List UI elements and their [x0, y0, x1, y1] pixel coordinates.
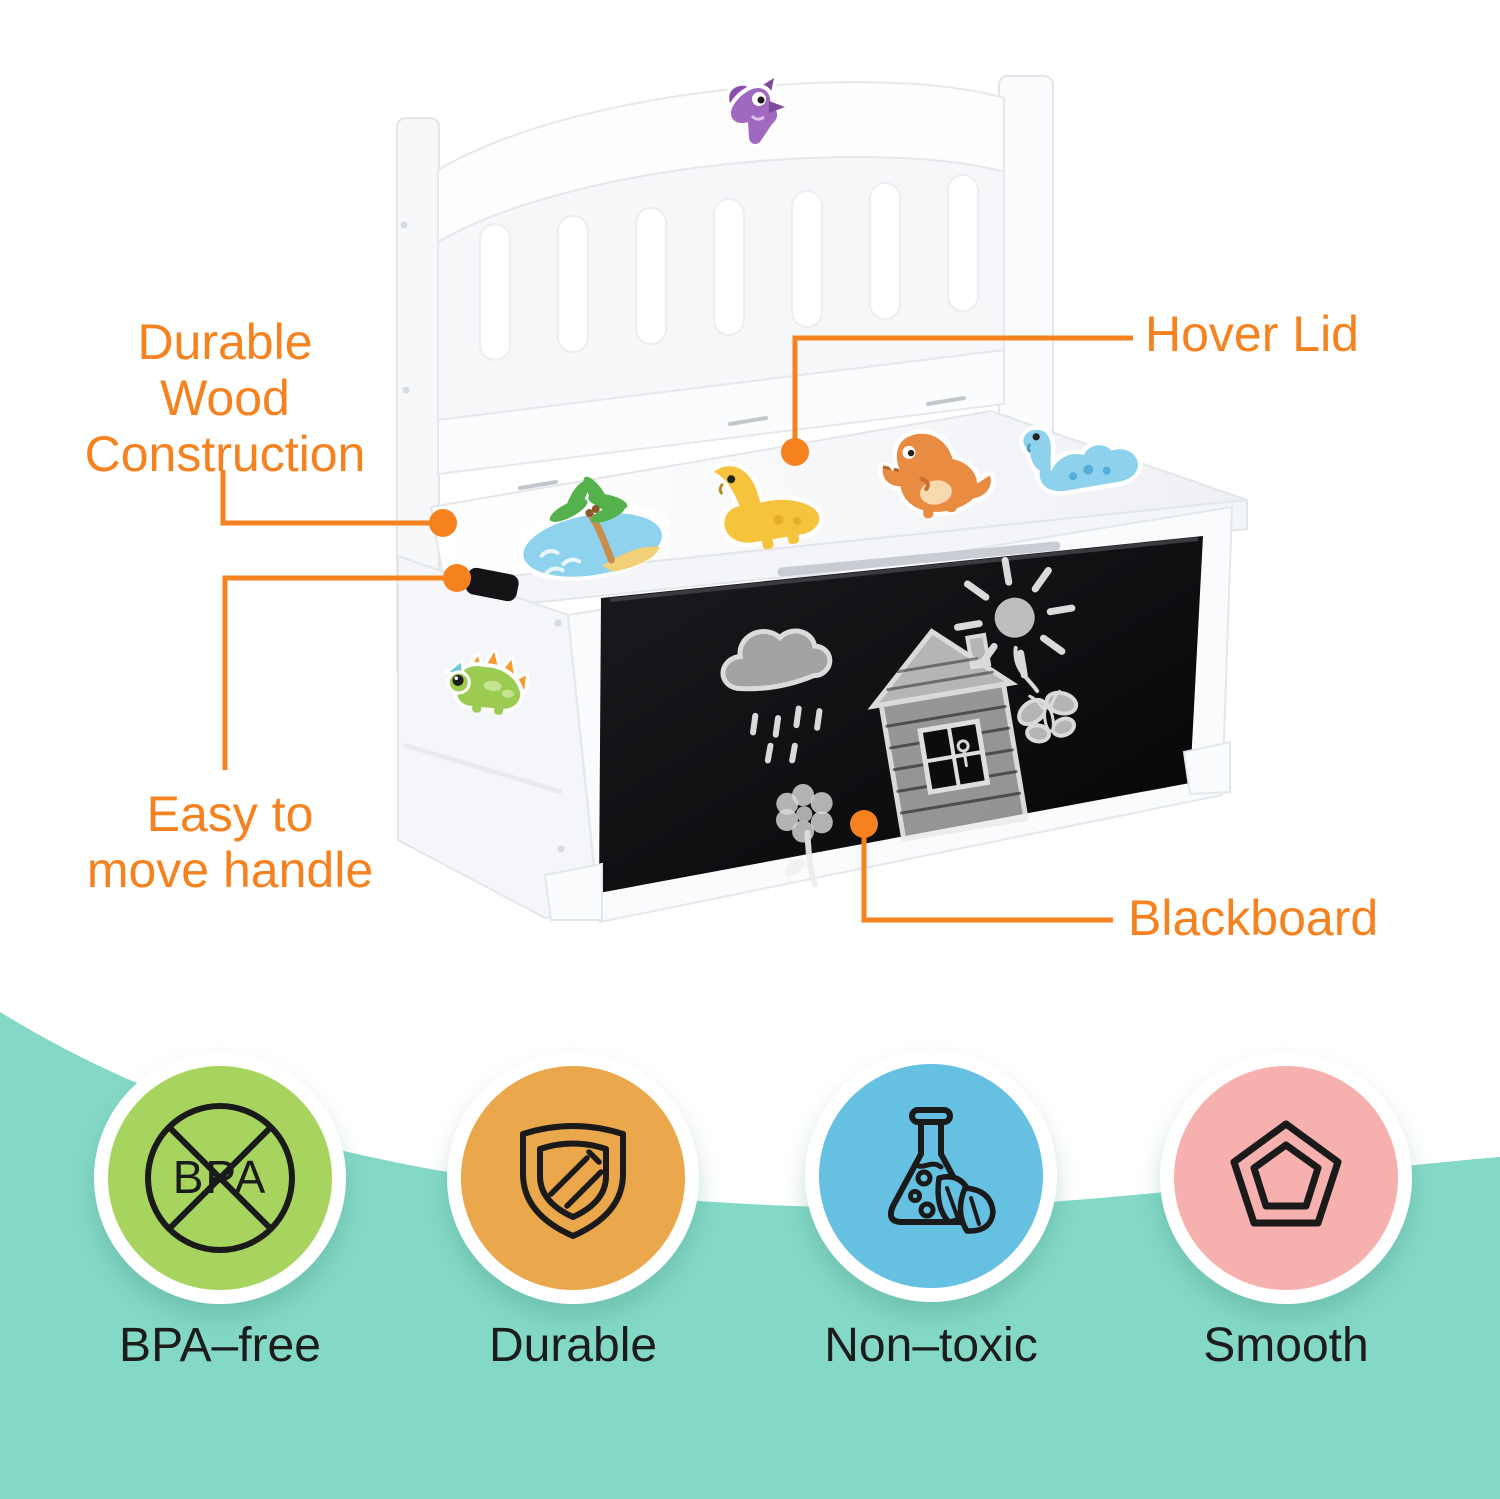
badge-label-durable: Durable — [488, 1319, 658, 1372]
connector-dot-easy-move — [443, 564, 471, 592]
callout-line: Durable — [137, 314, 313, 370]
no-bpa-icon: BPA — [145, 1103, 295, 1253]
connector-dot-durable-wood — [429, 509, 457, 537]
callout-hover-lid: Hover Lid — [1145, 306, 1359, 362]
callout-line: Easy to — [146, 786, 314, 842]
backrest-slots — [479, 174, 979, 361]
bench-foot-right — [1182, 740, 1231, 796]
badge-non-toxic — [805, 1050, 1057, 1302]
connector-blackboard — [861, 826, 1113, 923]
flask-leaves-icon — [887, 1107, 996, 1234]
callout-connectors — [220, 335, 1133, 923]
badge-bpa-free: BPA — [94, 1052, 346, 1304]
badge-smooth — [1160, 1052, 1412, 1304]
connector-hover-lid — [792, 335, 1133, 450]
pentagon-icon — [1230, 1120, 1342, 1227]
chalk-house — [867, 628, 1029, 842]
callout-easy-to-move-handle: Easy to move handle — [60, 786, 400, 898]
connector-durable-wood — [220, 470, 441, 526]
badge-circle-durable — [461, 1066, 685, 1290]
chalk-cloud — [720, 628, 833, 692]
callout-line: move handle — [86, 842, 374, 898]
connector-dot-blackboard — [850, 810, 878, 838]
badge-circle-non-toxic — [819, 1064, 1043, 1288]
callout-blackboard: Blackboard — [1128, 890, 1379, 946]
sticker-green-stego — [443, 648, 530, 715]
sticker-pterodactyl — [725, 74, 785, 149]
chalk-raindrops — [750, 705, 823, 764]
badge-circle-smooth — [1174, 1066, 1398, 1290]
badge-label-smooth: Smooth — [1203, 1319, 1369, 1372]
side-groove — [403, 742, 563, 795]
lid-hinge-marks — [518, 396, 966, 490]
bench-leg-front-left — [543, 862, 603, 921]
callout-line: Construction — [84, 426, 366, 482]
sticker-yellow-dino — [709, 461, 824, 550]
screw-dot — [557, 845, 565, 853]
sticker-palm-island — [512, 476, 672, 581]
panel-top-edge — [609, 537, 1199, 602]
storage-bench — [396, 74, 1248, 924]
connector-dot-hover-lid — [781, 438, 809, 466]
chalk-flower — [775, 784, 833, 888]
chalk-sun — [953, 556, 1076, 693]
badge-label-bpa-free: BPA–free — [119, 1319, 321, 1372]
screw-dot — [400, 221, 408, 229]
shield-icon — [520, 1123, 626, 1239]
bench-side-face — [397, 554, 600, 920]
sticker-orange-trex — [878, 429, 996, 519]
connector-easy-move — [222, 575, 455, 770]
carry-handle-slot — [465, 567, 519, 602]
chalk-drawings — [720, 556, 1079, 888]
teal-wave-band — [0, 1012, 1500, 1499]
callout-line: Wood — [160, 370, 290, 426]
backrest-bottom-rail — [437, 348, 1005, 476]
screw-dot — [554, 619, 562, 627]
badge-label-non-toxic: Non–toxic — [824, 1319, 1038, 1372]
badge-durable — [447, 1052, 699, 1304]
callout-durable-wood-construction: Durable Wood Construction — [60, 314, 390, 482]
sticker-blue-dino — [1019, 425, 1143, 496]
badge-circle-bpa-free: BPA — [108, 1066, 332, 1290]
lid-hinge-bar — [777, 541, 1061, 577]
screw-dot — [402, 386, 410, 394]
chalk-butterfly — [1017, 689, 1079, 744]
